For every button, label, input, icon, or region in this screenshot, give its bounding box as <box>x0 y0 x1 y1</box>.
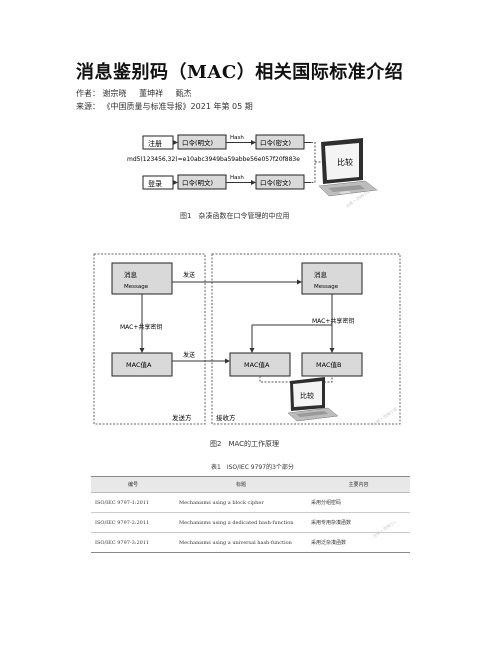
mac-key-label: MAC+共享密钥 <box>120 323 162 331</box>
table-row: ISO/IEC 9797-1:2011 Mechanisms using a b… <box>91 492 410 513</box>
authors-label: 作者： <box>76 89 100 98</box>
source-line: 来源： 《中国质量与标准导报》2021 年第 05 期 <box>76 101 253 112</box>
sender-region <box>93 253 206 425</box>
table-header: 主要内容 <box>307 476 410 493</box>
figure-1-caption: 图1 杂凑函数在口令管理的中应用 <box>180 211 289 220</box>
send-label: 发送 <box>183 271 195 279</box>
table-caption: 表1 ISO/IEC 9797的3个部分 <box>211 463 294 471</box>
figure-1: 注册 口令(明文) Hash 口令(密文) md5(123456,32)=e10… <box>127 134 378 209</box>
md5-example: md5(123456,32)=e10abc3949ba59abbe56e057f… <box>127 156 300 163</box>
table-watermark: 光明 • 同网小说 <box>371 522 398 539</box>
author-name: 谢宗晓 <box>102 89 127 98</box>
message-label-en: Message <box>124 284 149 290</box>
table-cell: Mechanisms using a dedicated hash-functi… <box>175 512 307 533</box>
login-label: 登录 <box>148 179 162 188</box>
table-cell: 采用专用杂凑函数 <box>307 512 410 533</box>
table-cell: ISO/IEC 9797-1:2011 <box>91 492 175 513</box>
laptop-icon <box>287 377 339 422</box>
receiver-region <box>211 253 401 425</box>
send-label: 发送 <box>183 351 195 359</box>
receiver-label: 接收方 <box>216 413 236 422</box>
hash-label: Hash <box>230 135 244 141</box>
page-title: 消息鉴别码（MAC）相关国际标准介绍 <box>76 62 404 83</box>
author-name: 董坤祥 <box>139 89 164 98</box>
table-row: ISO/IEC 9797-3:2011 Mechanisms using a u… <box>91 532 410 553</box>
watermark: 光明 • 同网小说 <box>371 522 398 539</box>
table-cell: Mechanisms using a block cipher <box>175 492 307 513</box>
plain-password-label: 口令(明文) <box>182 138 213 147</box>
mac-value-label: MAC值B <box>316 360 341 369</box>
standards-table-wrap: 编号 标题 主要内容 ISO/IEC 9797-1:2011 Mechanism… <box>91 476 410 553</box>
authors-line: 作者： 谢宗晓 董坤祥 甄杰 <box>76 88 192 99</box>
standards-table: 编号 标题 主要内容 ISO/IEC 9797-1:2011 Mechanism… <box>91 476 410 553</box>
table-cell: 采用泛杂凑函数 <box>307 532 410 553</box>
message-label: 消息 <box>314 270 328 279</box>
table-caption-wrap: 表1 ISO/IEC 9797的3个部分 <box>211 463 294 471</box>
register-label: 注册 <box>148 139 162 148</box>
message-box <box>301 262 363 295</box>
table-header-row: 编号 标题 主要内容 <box>91 476 410 493</box>
table-cell: ISO/IEC 9797-3:2011 <box>91 532 175 553</box>
message-label: 消息 <box>124 270 138 279</box>
mac-value-label: MAC值A <box>244 360 270 369</box>
figure-2-caption: 图2 MAC的工作原理 <box>210 439 279 448</box>
sender-label: 发送方 <box>172 413 192 422</box>
mac-value-label: MAC值A <box>126 360 152 369</box>
hash-label: Hash <box>230 175 244 181</box>
table-header: 标题 <box>175 476 307 493</box>
table-cell: ISO/IEC 9797-2:2011 <box>91 512 175 533</box>
message-label-en: Message <box>314 284 339 290</box>
author-name: 甄杰 <box>175 89 192 98</box>
compare-label: 比较 <box>337 157 353 167</box>
figure-caption: 图1 杂凑函数在口令管理的中应用 <box>180 211 289 220</box>
cipher-password-label: 口令(密文) <box>260 178 291 187</box>
table-cell: 采用分组密码 <box>307 492 410 513</box>
table-header: 编号 <box>91 476 175 493</box>
cipher-password-label: 口令(密文) <box>260 138 291 147</box>
source-text: 《中国质量与标准导报》2021 年第 05 期 <box>102 102 253 111</box>
source-label: 来源： <box>76 102 100 111</box>
mac-key-label: MAC+共享密钥 <box>312 317 354 325</box>
compare-label: 比较 <box>300 391 314 400</box>
figure-caption: 图2 MAC的工作原理 <box>210 439 279 448</box>
watermark: 光明 • 同网小说 <box>371 405 398 426</box>
plain-password-label: 口令(明文) <box>182 178 213 187</box>
table-cell: Mechanisms using a universal hash-functi… <box>175 532 307 553</box>
table-row: ISO/IEC 9797-2:2011 Mechanisms using a d… <box>91 512 410 533</box>
laptop-icon <box>318 138 378 197</box>
figure-2: 消息 Message 消息 Message 发送 MAC+共享密钥 MAC+共享… <box>93 253 401 427</box>
mac-value-box <box>301 352 363 377</box>
mac-value-box <box>111 352 173 377</box>
